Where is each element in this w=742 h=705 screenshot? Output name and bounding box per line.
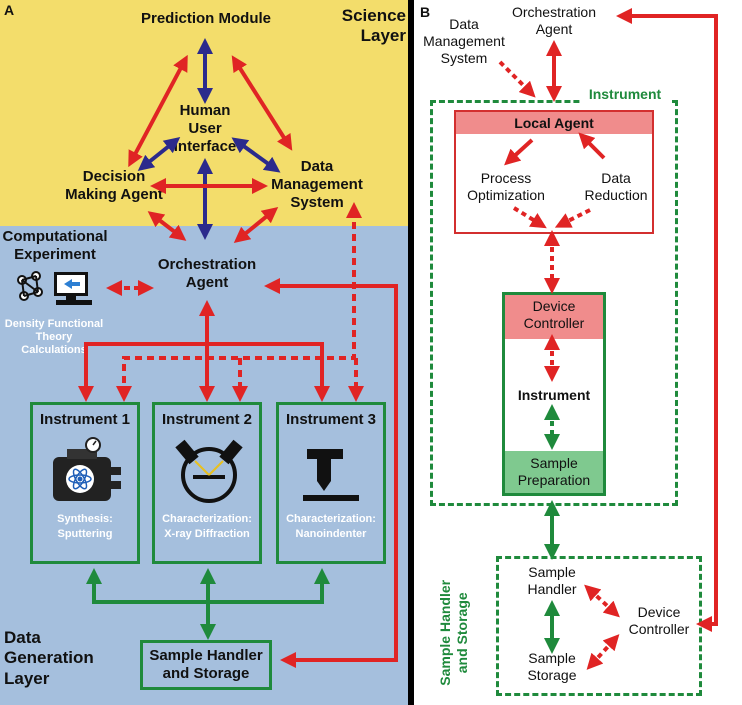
instrument-3-title: Instrument 3 bbox=[285, 411, 376, 428]
sample-preparation-label: Sample Preparation bbox=[517, 455, 591, 488]
computer-icon bbox=[17, 271, 92, 305]
process-optimization-label: Process Optimization bbox=[467, 170, 545, 203]
computational-experiment-label: Computational Experiment bbox=[2, 228, 108, 263]
sample-storage-label: Sample Storage bbox=[527, 650, 577, 683]
device-controller-label: Device Controller bbox=[523, 298, 585, 331]
x-ray-diffraction-icon bbox=[175, 439, 243, 503]
instrument-1-title: Instrument 1 bbox=[39, 411, 130, 428]
data-generation-layer-title: Data Generation Layer bbox=[4, 628, 94, 688]
prediction-module-label: Prediction Module bbox=[140, 10, 271, 27]
sample-handler-storage-box[interactable]: Sample Handler and Storage bbox=[140, 640, 272, 690]
instrument-1-description: Synthesis: Sputtering bbox=[57, 513, 113, 540]
instrument-1-box[interactable]: Instrument 1 Synthesis: Sputtering bbox=[30, 402, 140, 564]
local-agent-label: Local Agent bbox=[514, 115, 594, 131]
instrument-2-box[interactable]: Instrument 2 Characterization: X-ray Dif… bbox=[152, 402, 262, 564]
device-controller-header bbox=[505, 295, 603, 339]
sputtering-icon bbox=[53, 437, 121, 501]
panel-a-connections bbox=[78, 38, 398, 668]
panel-divider bbox=[408, 0, 414, 705]
b-data-management-system-label: Data Management System bbox=[423, 16, 505, 66]
instrument-stack-box[interactable]: Device Controller Instrument Sample Prep… bbox=[502, 292, 606, 496]
sample-preparation-footer bbox=[505, 451, 603, 493]
instrument-2-title: Instrument 2 bbox=[161, 411, 252, 428]
panel-b-connections bbox=[498, 8, 718, 670]
b-orchestration-agent-label: Orchestration Agent bbox=[511, 4, 597, 37]
instrument-2-description: Characterization: X-ray Diffraction bbox=[162, 513, 252, 540]
panel-a-label: A bbox=[4, 2, 15, 18]
dft-calculations-label: Density Functional Theory Calculations bbox=[4, 318, 104, 357]
instrument-label: Instrument bbox=[517, 387, 591, 403]
panel-a: A Science Layer Data Generation Layer Pr… bbox=[0, 0, 408, 705]
panel-b: B Data Management System Orchestration A… bbox=[414, 0, 742, 705]
local-agent-header bbox=[456, 112, 652, 134]
human-user-interface-label: Human User Interface bbox=[173, 102, 237, 155]
panel-b-label: B bbox=[420, 4, 431, 20]
instrument-3-description: Characterization: Nanoindenter bbox=[286, 513, 376, 540]
nanoindenter-icon bbox=[303, 449, 359, 501]
sample-handler-storage-label: Sample Handler and Storage bbox=[149, 647, 263, 682]
science-layer-title: Science Layer bbox=[341, 6, 406, 46]
sample-handler-label: Sample Handler bbox=[527, 564, 577, 597]
